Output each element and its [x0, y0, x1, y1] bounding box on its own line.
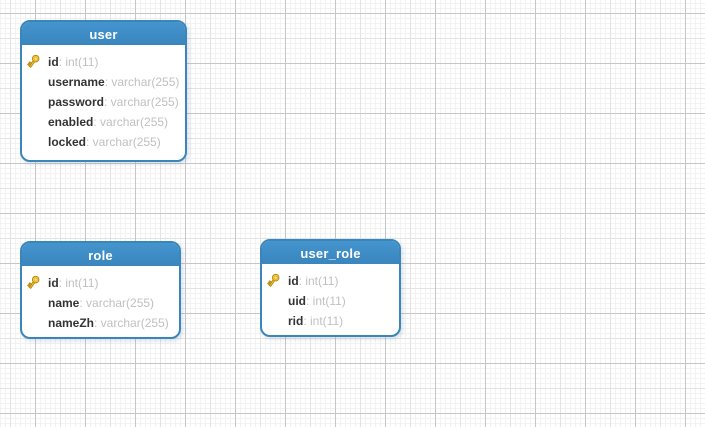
- table-title-user[interactable]: user: [22, 22, 185, 47]
- field-type: : varchar(255): [93, 115, 169, 129]
- field-name: nameZh: [48, 316, 95, 330]
- table-field-row[interactable]: uid: int(11): [262, 291, 393, 311]
- table-field-row[interactable]: id: int(11): [22, 52, 179, 72]
- field-type: : int(11): [58, 276, 99, 290]
- primary-key-icon: [27, 275, 40, 289]
- table-field-row[interactable]: enabled: varchar(255): [22, 112, 179, 132]
- table-field-row[interactable]: username: varchar(255): [22, 72, 179, 92]
- table-field-row[interactable]: password: varchar(255): [22, 92, 179, 112]
- table-fields-role: id: int(11)name: varchar(255)nameZh: var…: [22, 268, 179, 337]
- field-type: : int(11): [58, 55, 99, 69]
- table-field-row[interactable]: id: int(11): [22, 273, 173, 293]
- field-type: : int(11): [303, 314, 344, 328]
- table-field-row[interactable]: name: varchar(255): [22, 293, 173, 313]
- field-type: : int(11): [298, 274, 339, 288]
- table-fields-user-role: id: int(11)uid: int(11)rid: int(11): [262, 266, 399, 335]
- table-node-user[interactable]: user id: int(11)username: varchar(255)pa…: [20, 20, 187, 162]
- table-fields-user: id: int(11)username: varchar(255)passwor…: [22, 47, 185, 156]
- table-field-row[interactable]: locked: varchar(255): [22, 132, 179, 152]
- table-node-role[interactable]: role id: int(11)name: varchar(255)nameZh…: [20, 241, 181, 339]
- table-node-user-role[interactable]: user_role id: int(11)uid: int(11)rid: in…: [260, 239, 401, 337]
- field-type: : varchar(255): [86, 135, 161, 149]
- field-type: : int(11): [306, 294, 346, 308]
- field-name: password: [48, 95, 105, 109]
- field-name: name: [48, 296, 80, 310]
- table-field-row[interactable]: id: int(11): [262, 271, 393, 291]
- field-type: : varchar(255): [79, 296, 155, 310]
- primary-key-icon: [267, 273, 280, 287]
- table-title-role[interactable]: role: [22, 243, 179, 268]
- field-name: id: [288, 274, 299, 288]
- field-name: username: [48, 75, 105, 89]
- primary-key-icon: [27, 54, 40, 68]
- field-name: enabled: [48, 115, 94, 129]
- field-type: : varchar(255): [104, 75, 180, 89]
- field-name: rid: [288, 314, 304, 328]
- field-type: : varchar(255): [104, 95, 179, 109]
- field-name: id: [48, 276, 59, 290]
- table-title-user-role[interactable]: user_role: [262, 241, 399, 266]
- field-name: uid: [288, 294, 306, 308]
- field-name: locked: [48, 135, 87, 149]
- table-field-row[interactable]: nameZh: varchar(255): [22, 313, 173, 333]
- table-field-row[interactable]: rid: int(11): [262, 311, 393, 331]
- field-name: id: [48, 55, 59, 69]
- field-type: : varchar(255): [94, 316, 169, 330]
